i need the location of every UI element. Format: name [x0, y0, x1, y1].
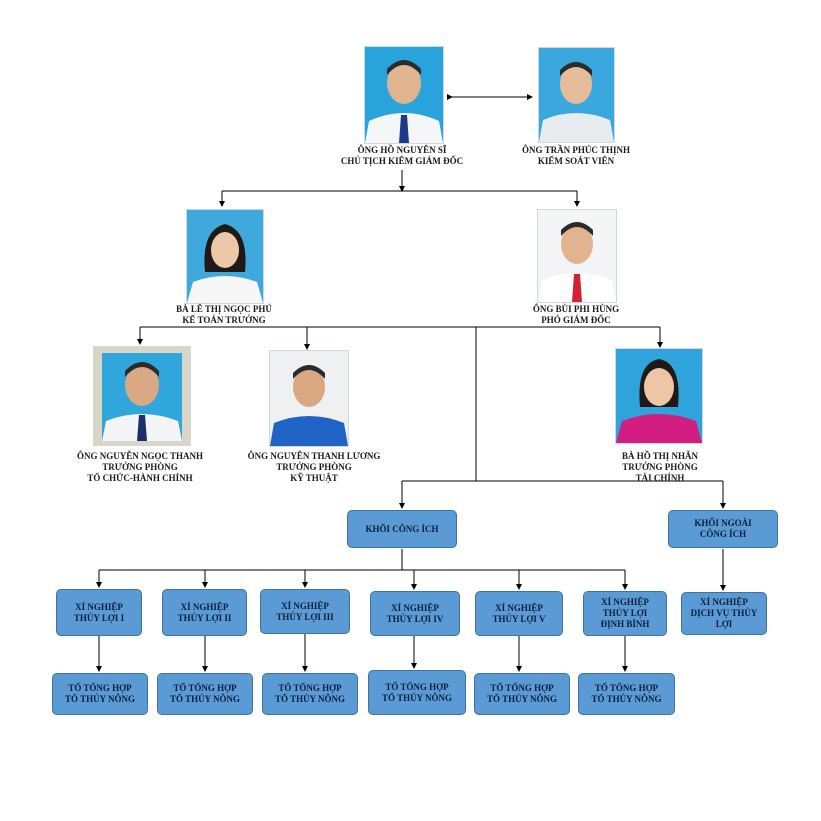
team-label: TỔ THỦY NÔNG [486, 694, 557, 704]
enterprise-2: XÍ NGHIỆP THỦY LỢI II [162, 589, 247, 636]
head-admin-title: TRƯỞNG PHÒNG [102, 462, 178, 472]
enterprise-label: XÍ NGHIỆP [601, 597, 649, 607]
team-label: TỔ TỔNG HỢP [594, 683, 659, 693]
enterprise-label: XÍ NGHIỆP [281, 600, 329, 611]
caption-chief-accountant: BÀ LÊ THỊ NGỌC PHÚ KẾ TOÁN TRƯỞNG [124, 304, 324, 326]
photo-chairman [364, 46, 444, 144]
head-admin-dept: TỔ CHỨC-HÀNH CHÍNH [87, 473, 193, 483]
photo-controller [538, 47, 615, 143]
photo-head-admin [93, 346, 191, 446]
team-label: TỔ TỔNG HỢP [385, 681, 449, 692]
head-finance-name: BÀ HỒ THỊ NHẪN [621, 451, 699, 461]
team-1: TỔ TỔNG HỢP TỔ THỦY NÔNG [52, 673, 148, 715]
enterprise-label: XÍ NGHIỆP [700, 597, 748, 607]
photo-deputy-director [537, 209, 617, 303]
team-4: TỔ TỔNG HỢP TỔ THỦY NÔNG [368, 670, 466, 715]
caption-head-admin: ÔNG NGUYỄN NGỌC THANH TRƯỞNG PHÒNG TỔ CH… [40, 451, 240, 484]
team-label: TỔ THỦY NÔNG [381, 692, 452, 703]
head-technical-dept: KỸ THUẬT [290, 473, 338, 483]
chief-accountant-title: KẾ TOÁN TRƯỞNG [182, 315, 266, 325]
head-technical-title: TRƯỞNG PHÒNG [276, 462, 352, 472]
controller-title: KIỂM SOÁT VIÊN [537, 156, 615, 166]
block-public-utility: KHỐI CÔNG ÍCH [347, 510, 457, 548]
block-non-public-label-2: CÔNG ÍCH [699, 529, 747, 539]
chairman-name: ÔNG HỒ NGUYÊN SĨ [357, 145, 447, 155]
photo-chief-accountant [186, 209, 264, 304]
enterprise-4: XÍ NGHIỆP THỦY LỢI IV [370, 591, 460, 636]
block-non-public-label-1: KHỐI NGOÀI [694, 518, 752, 528]
caption-controller: ÔNG TRẦN PHÚC THỊNH KIỂM SOÁT VIÊN [476, 145, 676, 167]
head-finance-dept: TÀI CHÍNH [635, 473, 685, 483]
photo-head-technical [269, 350, 349, 447]
caption-head-finance: BÀ HỒ THỊ NHẪN TRƯỞNG PHÒNG TÀI CHÍNH [560, 451, 760, 484]
caption-head-technical: ÔNG NGUYỄN THANH LƯƠNG TRƯỞNG PHÒNG KỸ T… [214, 451, 414, 484]
enterprise-5: XÍ NGHIỆP THỦY LỢI V [475, 591, 563, 636]
photo-head-finance [615, 348, 703, 444]
team-6: TỔ TỔNG HỢP TỔ THỦY NÔNG [578, 673, 675, 715]
enterprise-label: XÍ NGHIỆP [391, 602, 439, 613]
enterprise-label: DỊCH VỤ THỦY [690, 608, 758, 618]
team-label: TỔ THỦY NÔNG [169, 694, 240, 704]
team-label: TỔ THỦY NÔNG [274, 694, 345, 704]
enterprise-6: XÍ NGHIỆP THỦY LỢI ĐỊNH BÌNH [583, 591, 667, 636]
enterprise-label: ĐỊNH BÌNH [600, 619, 650, 629]
enterprise-label: THỦY LỢI II [177, 612, 232, 623]
enterprise-label: LỢI [715, 619, 733, 629]
enterprise-7: XÍ NGHIỆP DỊCH VỤ THỦY LỢI [681, 592, 767, 635]
chairman-title: CHỦ TỊCH KIÊM GIÁM ĐỐC [340, 156, 464, 166]
enterprise-1: XÍ NGHIỆP THỦY LỢI I [56, 589, 142, 636]
team-label: TỔ TỔNG HỢP [68, 683, 132, 693]
team-label: TỔ THỦY NÔNG [591, 694, 662, 704]
enterprise-label: XÍ NGHIỆP [75, 601, 123, 612]
team-label: TỔ TỔNG HỢP [278, 683, 342, 693]
chief-accountant-name: BÀ LÊ THỊ NGỌC PHÚ [176, 304, 272, 314]
head-finance-title: TRƯỞNG PHÒNG [622, 462, 698, 472]
block-non-public-utility: KHỐI NGOÀI CÔNG ÍCH [668, 510, 778, 548]
caption-deputy-director: ÔNG BÙI PHI HÙNG PHÓ GIÁM ĐỐC [476, 304, 676, 326]
enterprise-label: THỦY LỢI V [492, 613, 546, 624]
enterprise-label: XÍ NGHIỆP [495, 602, 543, 613]
enterprise-label: THỦY LỢI I [73, 612, 125, 623]
caption-chairman: ÔNG HỒ NGUYÊN SĨ CHỦ TỊCH KIÊM GIÁM ĐỐC [302, 145, 502, 167]
team-label: TỔ TỔNG HỢP [173, 683, 237, 693]
enterprise-label: THỦY LỢI III [276, 611, 334, 622]
block-public-label: KHỐI CÔNG ÍCH [365, 523, 439, 534]
team-label: TỔ TỔNG HỢP [490, 683, 554, 693]
enterprise-label: THỦY LỢI [602, 608, 648, 618]
head-technical-name: ÔNG NGUYỄN THANH LƯƠNG [247, 451, 381, 461]
team-2: TỔ TỔNG HỢP TỔ THỦY NÔNG [157, 673, 253, 715]
deputy-director-title: PHÓ GIÁM ĐỐC [541, 315, 611, 325]
head-admin-name: ÔNG NGUYỄN NGỌC THANH [76, 451, 204, 461]
deputy-director-name: ÔNG BÙI PHI HÙNG [532, 304, 620, 314]
team-label: TỔ THỦY NÔNG [64, 694, 135, 704]
enterprise-label: THỦY LỢI IV [386, 613, 444, 624]
controller-name: ÔNG TRẦN PHÚC THỊNH [522, 145, 630, 155]
enterprise-label: XÍ NGHIỆP [180, 601, 229, 612]
team-3: TỔ TỔNG HỢP TỔ THỦY NÔNG [262, 673, 358, 715]
team-5: TỔ TỔNG HỢP TỔ THỦY NÔNG [474, 673, 570, 715]
enterprise-3: XÍ NGHIỆP THỦY LỢI III [260, 589, 350, 634]
